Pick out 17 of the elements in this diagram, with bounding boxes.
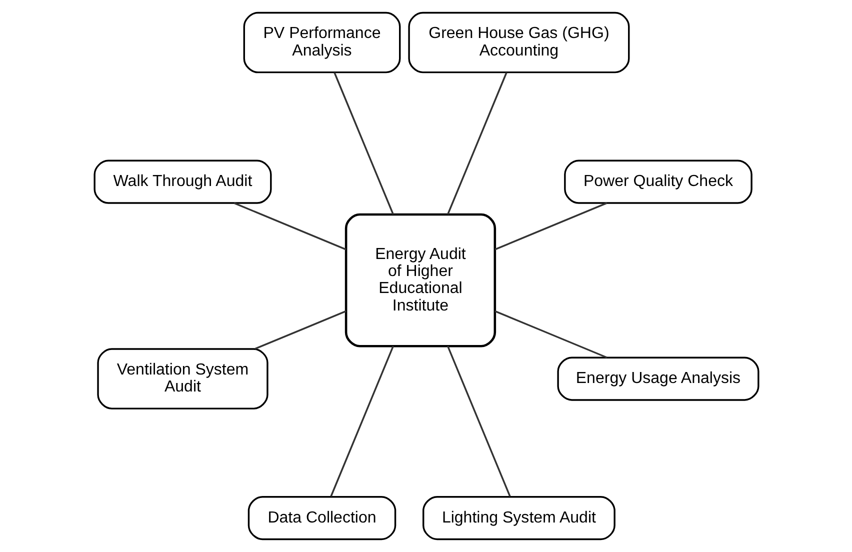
connector bbox=[494, 202, 607, 250]
node-box: Lighting System Audit bbox=[422, 496, 615, 540]
connector bbox=[233, 202, 346, 250]
connector bbox=[494, 310, 607, 358]
node-box: Walk Through Audit bbox=[93, 160, 272, 204]
connector bbox=[330, 346, 394, 497]
node-box: Power Quality Check bbox=[564, 160, 752, 204]
node-box: Energy Audit of Higher Educational Institute bbox=[344, 213, 496, 348]
node-box: Energy Usage Analysis bbox=[556, 356, 759, 401]
connector bbox=[333, 72, 394, 215]
connector bbox=[254, 310, 346, 350]
connector bbox=[446, 346, 510, 497]
node-box: PV Performance Analysis bbox=[242, 12, 400, 74]
node-box: Green House Gas (GHG) Accounting bbox=[408, 12, 630, 74]
node-box: Data Collection bbox=[247, 496, 396, 540]
connector bbox=[446, 72, 507, 215]
node-box: Ventilation System Audit bbox=[96, 348, 268, 410]
